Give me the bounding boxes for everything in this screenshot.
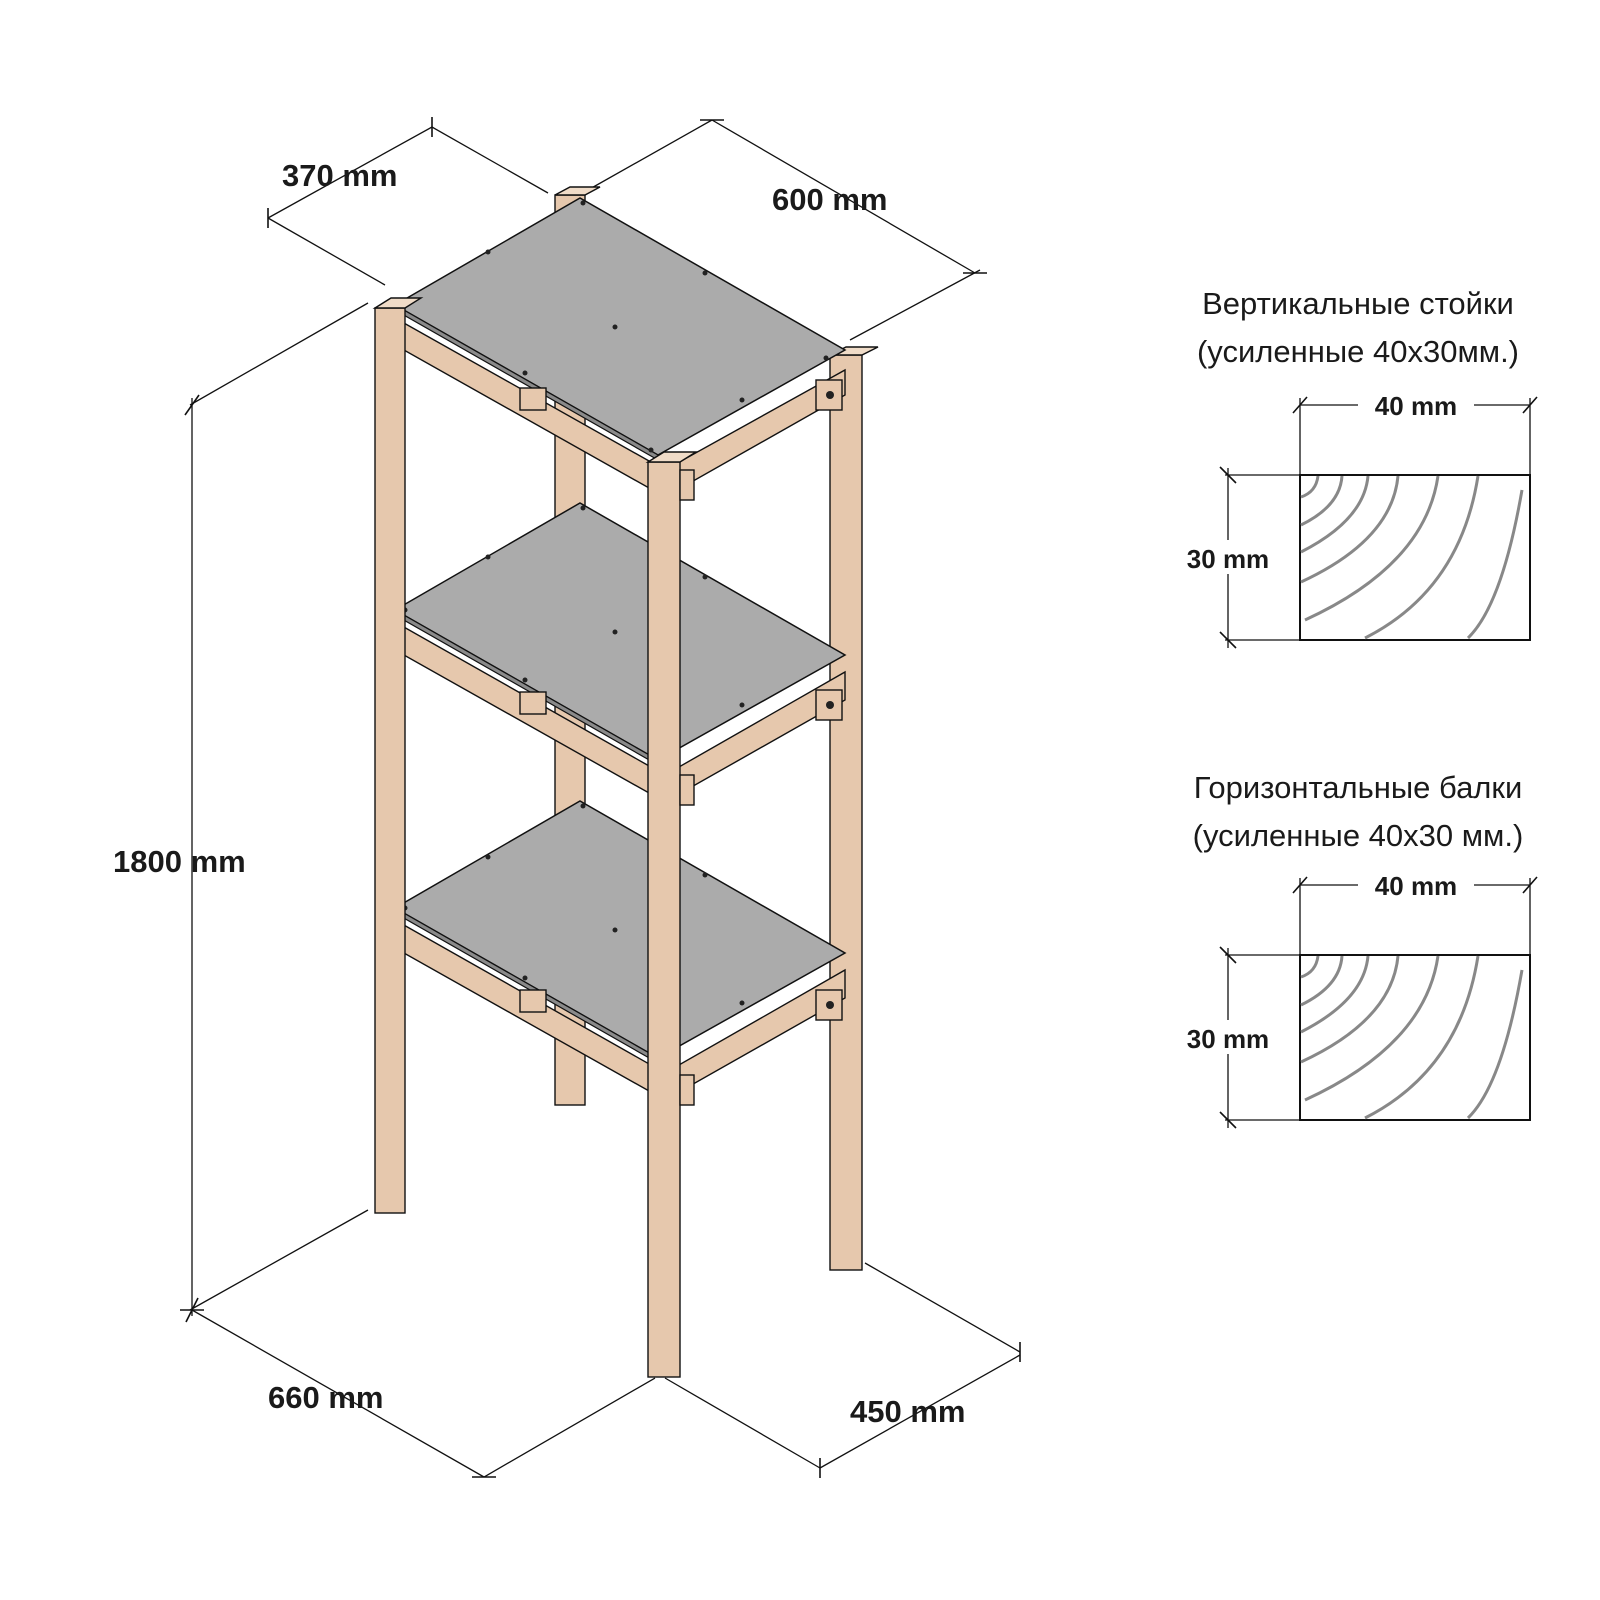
dimension-labels: 370 mm 600 mm 1800 mm 660 mm 450 mm	[113, 158, 965, 1429]
shelf-middle	[393, 502, 847, 803]
section-height-label: 30 mm	[1187, 1024, 1269, 1054]
section-title: Вертикальные стойки	[1202, 286, 1514, 321]
left-post	[372, 297, 424, 1214]
section-width-label: 40 mm	[1375, 391, 1457, 421]
width-top-label: 600 mm	[772, 182, 887, 217]
front-post	[645, 451, 699, 1378]
section-title: Горизонтальные балки	[1194, 770, 1523, 805]
section-height-label: 30 mm	[1187, 544, 1269, 574]
shelf-bottom	[393, 800, 847, 1101]
depth-top-label: 370 mm	[282, 158, 397, 193]
timber-cross-section	[1299, 954, 1531, 1121]
dimension-lines	[180, 117, 1021, 1478]
section-width-label: 40 mm	[1375, 871, 1457, 901]
timber-cross-section	[1299, 474, 1531, 641]
shelf-top	[393, 197, 847, 498]
right-post	[829, 346, 879, 1271]
section-vertical-posts: Вертикальные стойки (усиленные 40х30мм.)…	[1170, 286, 1538, 649]
wood-grain	[1300, 955, 1524, 1120]
section-subtitle: (усиленные 40х30 мм.)	[1193, 818, 1524, 853]
depth-bottom-label: 450 mm	[850, 1394, 965, 1429]
section-horizontal-beams: Горизонтальные балки (усиленные 40х30 мм…	[1170, 770, 1538, 1129]
wood-grain	[1300, 475, 1524, 640]
section-subtitle: (усиленные 40х30мм.)	[1197, 334, 1519, 369]
width-bottom-label: 660 mm	[268, 1380, 383, 1415]
height-label: 1800 mm	[113, 844, 246, 879]
